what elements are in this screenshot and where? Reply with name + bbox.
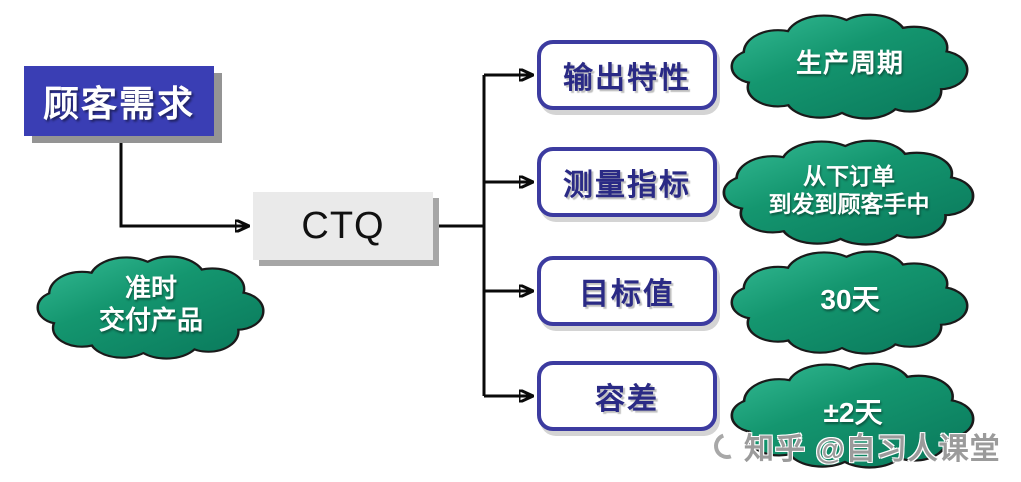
characteristic-box-output: 输出特性 [537, 40, 717, 110]
characteristic-box-target: 目标值 [537, 256, 717, 326]
cloud-measure-definition: 从下订单 到发到顾客手中 [722, 134, 976, 246]
cloud-text-line: 30天 [820, 283, 880, 315]
cloud-text-line: 交付产品 [98, 305, 203, 335]
characteristic-box-tolerance: 容差 [537, 361, 717, 431]
zhihu-logo-icon [709, 428, 745, 464]
cloud-label: 从下订单 到发到顾客手中 [722, 134, 976, 246]
characteristic-label: 输出特性 [563, 62, 691, 95]
cloud-label: 30天 [730, 245, 970, 355]
requirement-cloud: 准时 交付产品 [36, 250, 266, 360]
cloud-shape-icon [722, 134, 976, 246]
watermark-text: 知乎 @自习人课堂 [744, 433, 1001, 466]
cloud-target-30-days: 30天 [730, 245, 970, 355]
ctq-label: CTQ [301, 204, 385, 247]
watermark: 知乎 @自习人课堂 [709, 424, 1001, 468]
cloud-shape-icon [730, 245, 970, 355]
cloud-text-line: 从下订单 [803, 162, 895, 189]
cloud-production-cycle: 生产周期 [730, 8, 970, 120]
cloud-text-line: 生产周期 [795, 48, 904, 79]
customer-requirement-box: 顾客需求 [24, 66, 214, 136]
cloud-text-line: ±2天 [823, 396, 883, 428]
cloud-shape-icon [36, 250, 266, 360]
cloud-text-line: 准时 [124, 273, 177, 304]
cloud-label: ±2天 [730, 357, 976, 469]
cloud-shape-icon [730, 357, 976, 469]
characteristic-label: 容差 [595, 383, 659, 416]
customer-requirement-label: 顾客需求 [42, 83, 195, 124]
cloud-label: 生产周期 [730, 8, 970, 120]
cloud-shape-icon [730, 8, 970, 120]
ctq-box: CTQ [253, 192, 433, 260]
cloud-text-line: 到发到顾客手中 [768, 191, 930, 217]
characteristic-box-measure: 测量指标 [537, 147, 717, 217]
requirement-cloud-label: 准时 交付产品 [36, 250, 266, 360]
cloud-tolerance-2-days: ±2天 [730, 357, 976, 469]
characteristic-label: 测量指标 [563, 169, 691, 202]
characteristic-label: 目标值 [579, 278, 675, 311]
connector-requirement-to-ctq [119, 136, 248, 226]
